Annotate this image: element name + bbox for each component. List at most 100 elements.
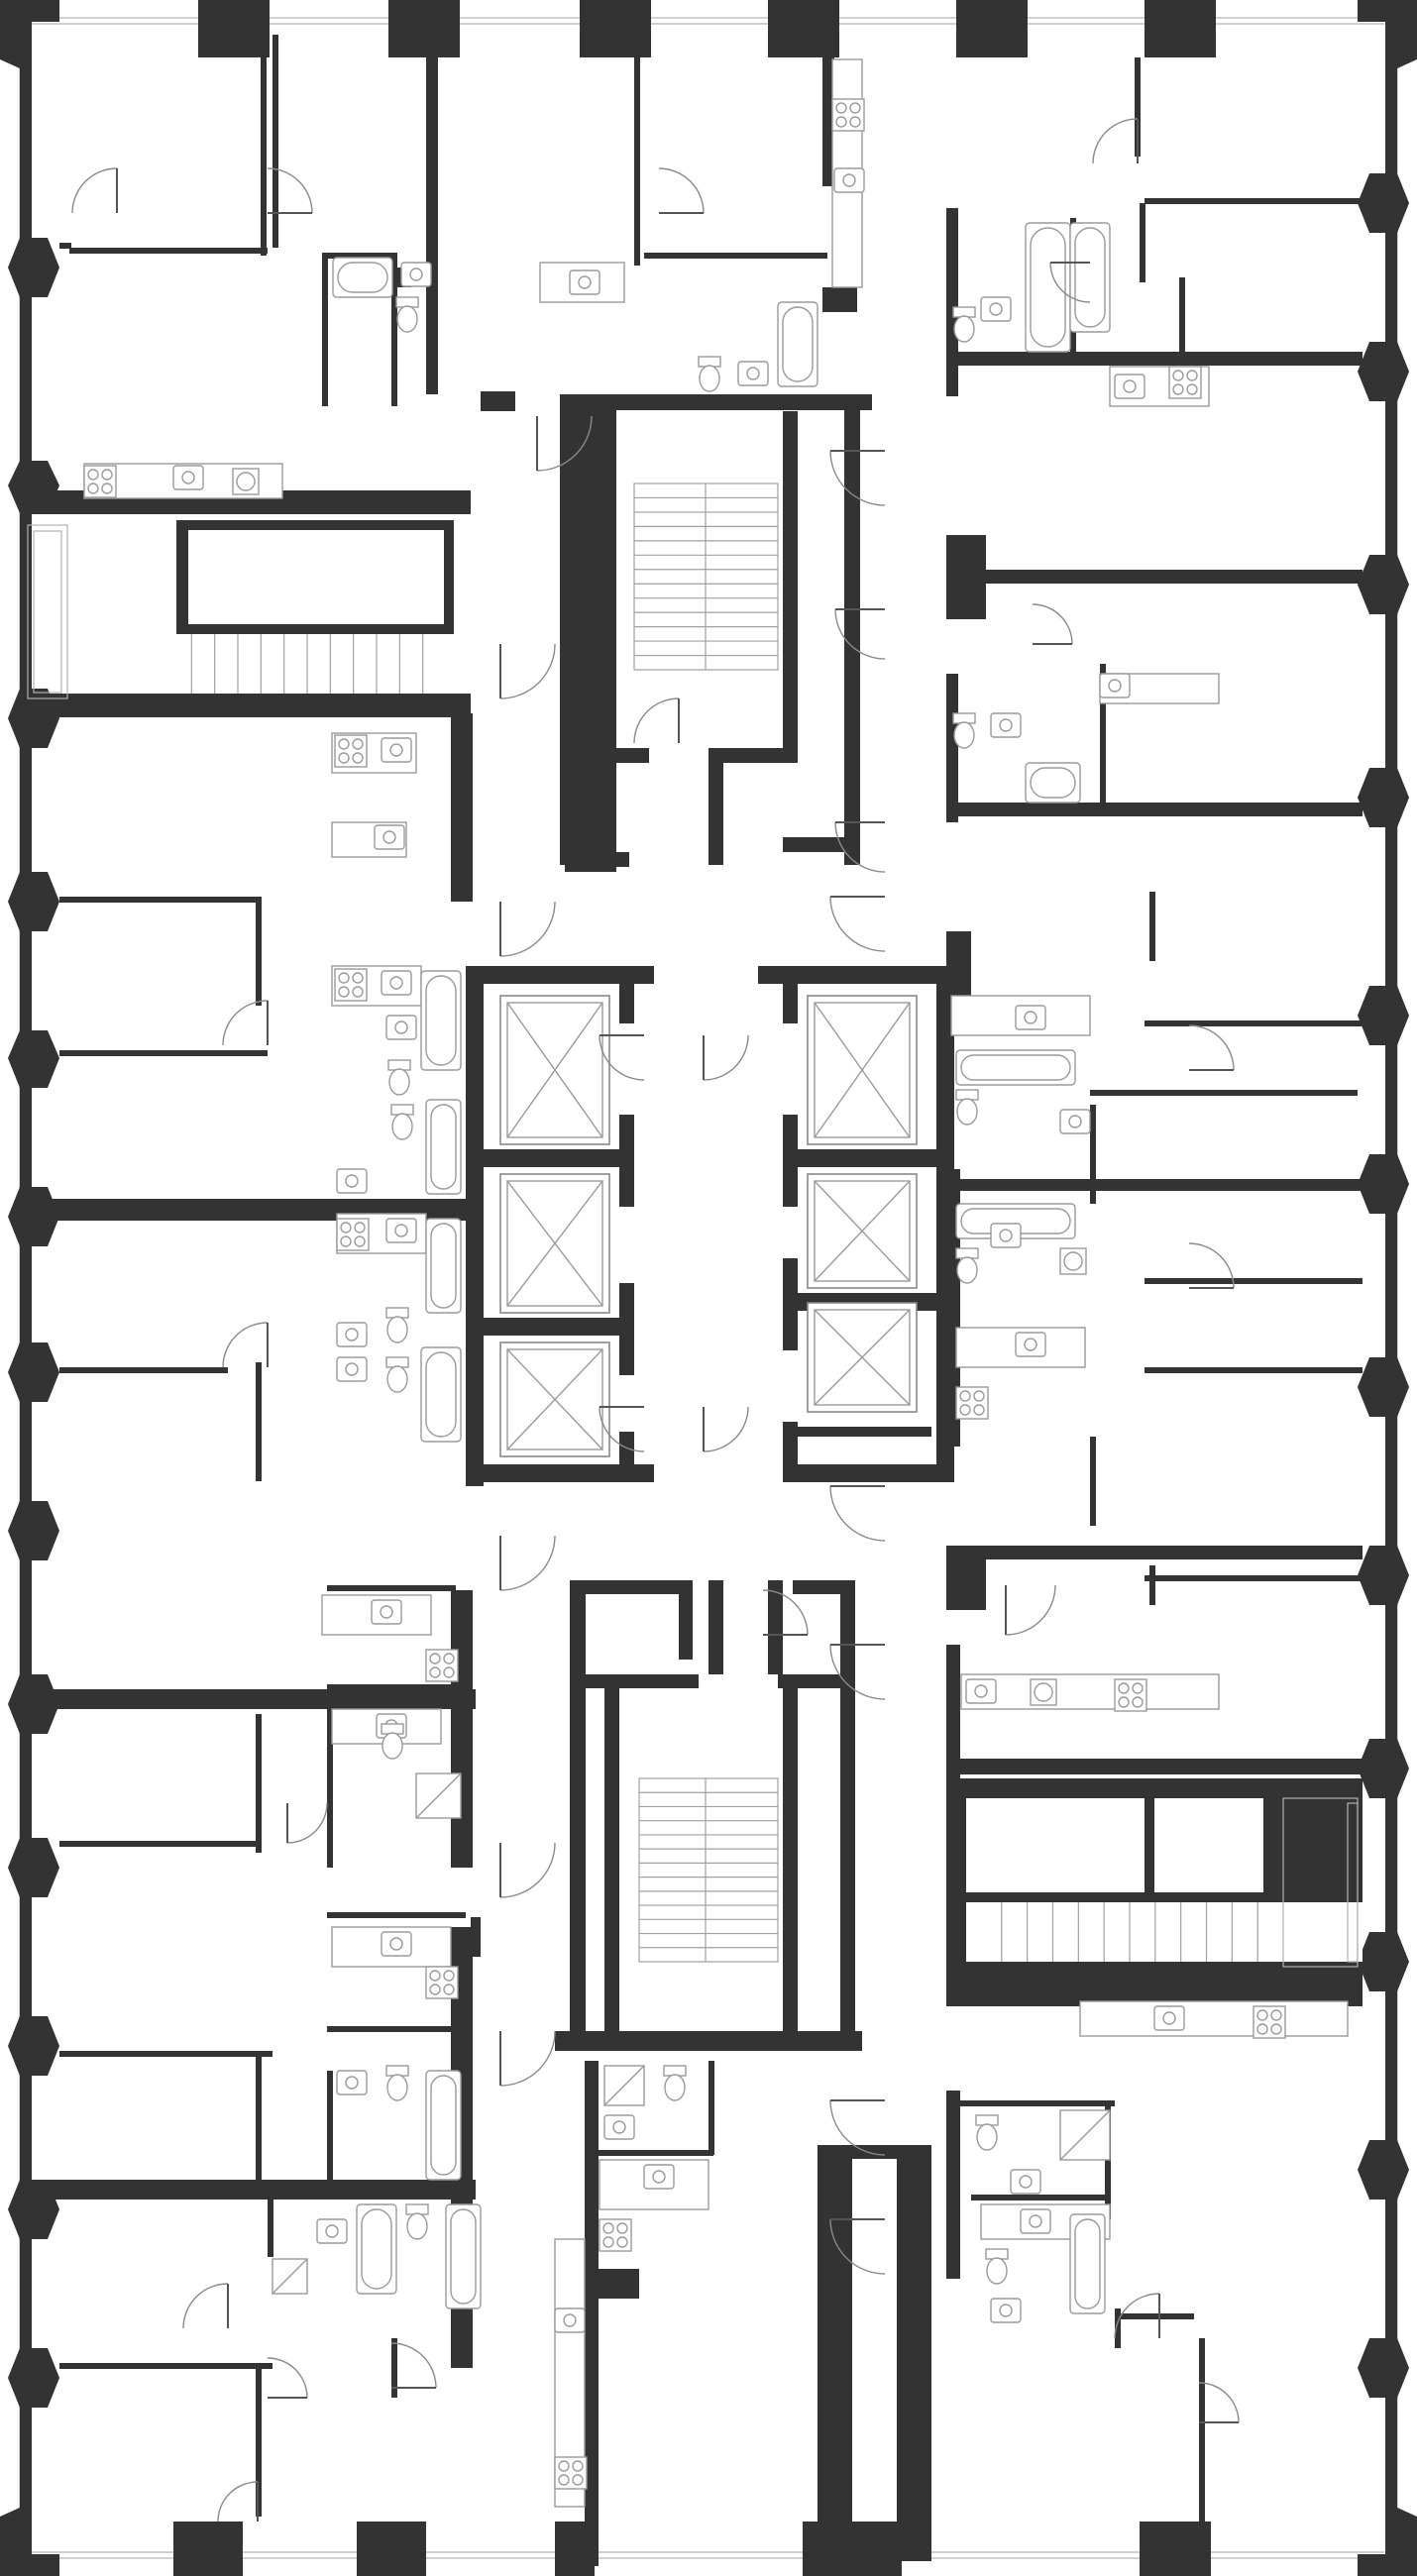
door-swing [829, 450, 886, 506]
door-swing [658, 167, 705, 214]
bathtub-icon [777, 301, 818, 387]
sink-icon [172, 465, 204, 490]
door-swing [829, 1644, 886, 1700]
hob-icon [599, 2218, 632, 2252]
sink-icon [385, 1015, 417, 1040]
door-swing [499, 2030, 556, 2087]
door-swing [267, 167, 313, 214]
door-swing [536, 415, 593, 472]
doors [71, 118, 1240, 2522]
sink-icon [990, 712, 1022, 738]
door-swing [762, 1589, 809, 1636]
hob-icon [554, 2456, 588, 2490]
sink-icon [336, 2070, 368, 2095]
door-swing [829, 2099, 886, 2156]
kitchen-counter [1079, 2000, 1349, 2037]
right-upper-walls [946, 535, 986, 1610]
door-swing [1092, 118, 1139, 164]
door-swing [222, 1000, 269, 1046]
bathtub-icon [1069, 222, 1111, 333]
sink-icon [385, 1218, 417, 1243]
door-swing [703, 1034, 749, 1081]
sink-icon [1114, 374, 1145, 399]
door-swing [182, 2283, 229, 2329]
door-swing [1005, 1584, 1056, 1636]
door-swing [286, 1802, 328, 1844]
door-swing [499, 901, 556, 957]
door-swing [71, 167, 118, 214]
right-party-walls [946, 198, 1362, 1978]
sink-icon [1153, 2005, 1185, 2031]
hob-icon [955, 1386, 989, 1420]
door-swing [222, 1322, 269, 1368]
central-core [466, 394, 954, 2051]
hob-icon [1114, 1678, 1147, 1712]
sink-icon [990, 1223, 1022, 1248]
door-swing [1188, 1242, 1235, 1289]
fixtures [83, 58, 1349, 2508]
bathtub-icon [425, 2070, 462, 2181]
facade-columns-top [198, 0, 1216, 57]
sink-icon [381, 970, 412, 996]
bathtub-icon [356, 2203, 397, 2295]
lower-left-walls [268, 1585, 466, 2398]
sink-icon [603, 2114, 635, 2140]
right-loggia [1001, 1797, 1359, 1968]
right-service-room [946, 1778, 1362, 2006]
sink-icon [374, 824, 405, 850]
door-swing [1198, 2382, 1240, 2423]
door-swing [834, 821, 886, 873]
sink-icon [980, 296, 1012, 322]
lower-center-walls [585, 2061, 714, 2566]
sink-icon [316, 2218, 348, 2244]
door-swing [599, 1034, 645, 1081]
bathtub-icon [1025, 222, 1071, 353]
door-swing [499, 643, 556, 699]
sink-icon [554, 2308, 586, 2333]
bathtub-icon [425, 1218, 462, 1314]
sink-icon [1020, 2208, 1051, 2234]
sink-icon [643, 2164, 675, 2190]
elevator-shafts-right [807, 995, 918, 1413]
sink-icon [336, 1322, 368, 1347]
sink-icon [400, 262, 432, 287]
sink-icon [1099, 673, 1131, 698]
door-swing [829, 2218, 886, 2275]
lower-stair [638, 1777, 779, 1963]
door-swing [217, 2481, 259, 2522]
bathtub-icon [420, 970, 462, 1071]
facade-columns-bottom [173, 2522, 1211, 2576]
sink-icon [1015, 1005, 1046, 1030]
door-swing [599, 1406, 645, 1452]
sink-icon [1010, 2169, 1041, 2195]
door-swing [1188, 1024, 1235, 1071]
door-swing [1032, 603, 1073, 645]
sink-icon [737, 361, 769, 386]
sink-icon [833, 167, 865, 193]
door-swing [499, 1535, 556, 1591]
left-loggia [27, 524, 424, 699]
hob-icon [1253, 2005, 1286, 2039]
door-swing [390, 2342, 437, 2389]
sink-icon [1015, 1332, 1046, 1357]
bathtub-icon [1025, 762, 1081, 804]
sink-icon [965, 1678, 997, 1704]
left-partitions [69, 35, 484, 2517]
bathtub-icon [420, 1346, 462, 1443]
hob-icon [425, 1649, 459, 1682]
door-swing [499, 1842, 556, 1898]
door-swing [267, 2357, 308, 2399]
upper-stair [633, 483, 779, 671]
upper-left-walls [59, 57, 1145, 411]
hob-icon [831, 98, 865, 132]
sink-icon [371, 1599, 402, 1625]
bathtub-icon [425, 1099, 462, 1195]
kitchen-counter [960, 1673, 1220, 1710]
hob-icon [83, 465, 117, 498]
sink-icon [336, 1168, 368, 1194]
door-swing [1049, 262, 1091, 303]
sink-icon [336, 1356, 368, 1382]
